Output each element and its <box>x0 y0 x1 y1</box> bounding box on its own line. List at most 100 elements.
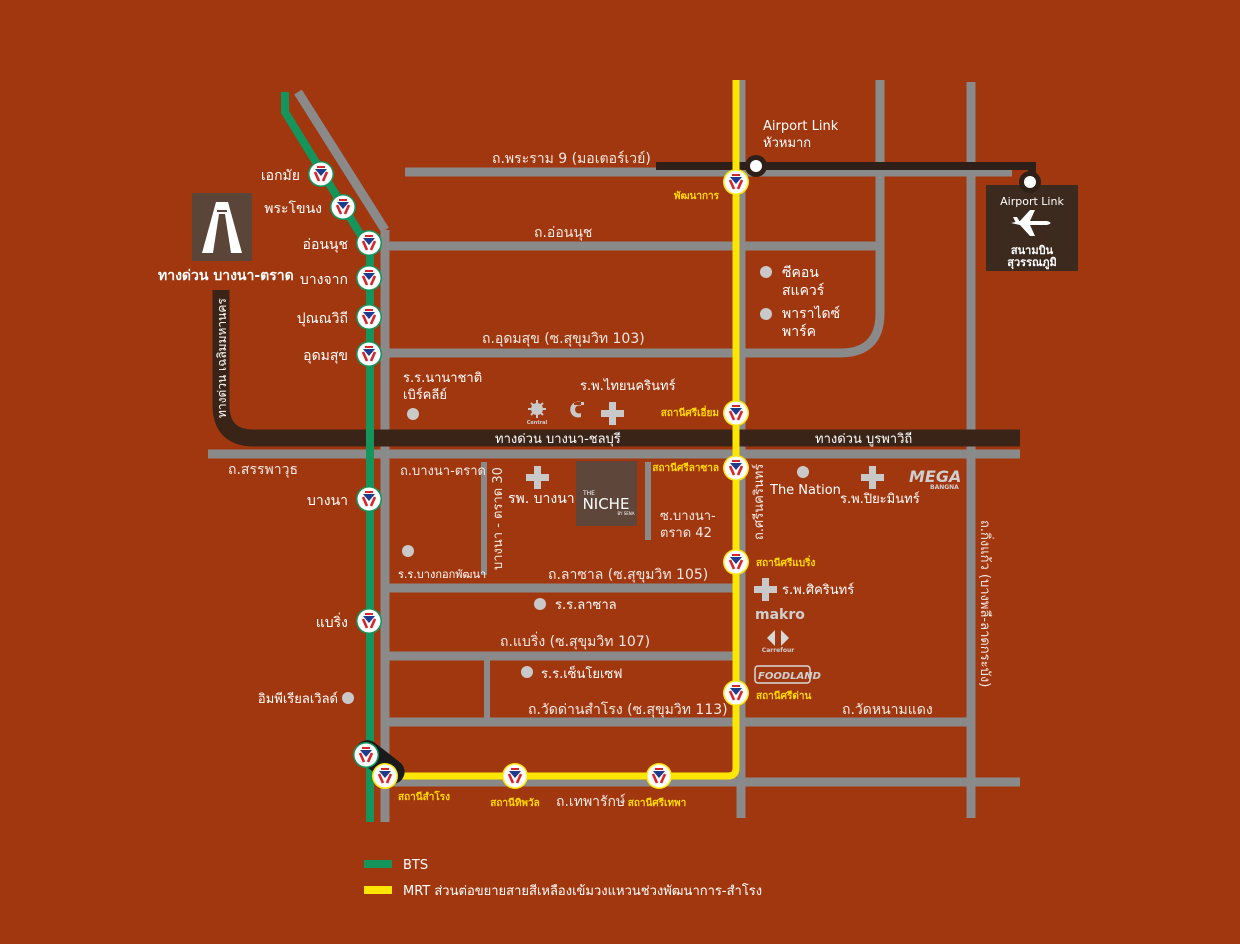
piyamin-hospital-icon <box>861 466 884 489</box>
label-burapha-withi: ทางด่วน บูรพาวิถี <box>815 431 912 447</box>
label-sanphawut: ถ.สรรพาวุธ <box>228 462 298 478</box>
label-on-nut: ถ.อ่อนนุช <box>534 225 592 241</box>
legend: BTS MRT ส่วนต่อขยายสายสีเหลืองเข้มวงแหวน… <box>364 858 762 899</box>
bts-station-udomsuk[interactable] <box>356 341 382 367</box>
legend-swatch-bts <box>364 860 392 868</box>
mrt-station-si-bearing[interactable] <box>723 549 749 575</box>
bts-station-on-nut[interactable] <box>356 230 382 256</box>
bts-station-phra-khanong[interactable] <box>330 194 356 220</box>
label-mega: MEGA <box>909 467 961 486</box>
label-airport-link-huamak-2: หัวหมาก <box>763 136 811 151</box>
expressway-road-icon <box>202 202 242 253</box>
label-bangna-trat: ถ.บางนา-ตราด <box>400 464 486 479</box>
bangna-hospital-icon <box>526 466 549 489</box>
seacon-dot <box>760 266 772 278</box>
airport-link-box <box>986 185 1078 271</box>
bts-station-samrong[interactable] <box>353 742 379 768</box>
mrt-station-si-la-salle[interactable] <box>723 455 749 481</box>
central-logo-icon <box>528 400 546 418</box>
label-airport-link-box-title: Airport Link <box>1000 195 1064 208</box>
road-udomsuk <box>385 80 885 358</box>
label-paradise-1: พาราไดซ์ <box>782 305 840 322</box>
label-bangkok-patana: ร.ร.บางกอกพัฒนา <box>398 568 486 581</box>
label-mrt-si-dan: สถานีศรีด่าน <box>756 690 811 702</box>
lasalle-school-dot <box>534 598 546 610</box>
legend-label-mrt: MRT ส่วนต่อขยายสายสีเหลืองเข้มวงแหวนช่วง… <box>403 883 762 899</box>
label-mrt-samrong: สถานีสำโรง <box>398 790 450 803</box>
label-foodland: FOODLAND <box>758 671 821 682</box>
airport-link-line <box>656 155 1078 271</box>
mrt-station-thipphawan[interactable] <box>502 763 528 789</box>
label-ris-1: ร.ร.นานาชาติ <box>403 371 482 386</box>
label-bangna-trat-30: บางนา - ตราด 30 <box>491 467 506 570</box>
label-udomsuk: ถ.อุดมสุข (ซ.สุขุมวิท 103) <box>482 331 645 347</box>
label-airport-link-huamak-1: Airport Link <box>763 119 839 134</box>
label-niche: NICHE <box>583 495 630 513</box>
paradise-dot <box>760 308 772 320</box>
label-thainakarin: ร.พ.ไทยนครินทร์ <box>580 378 676 394</box>
label-expressway-bangna-trat: ทางด่วน บางนา-ตราด <box>158 268 294 284</box>
label-lasalle-school: ร.ร.ลาซาล <box>555 598 617 613</box>
label-bts-ekkamai: เอกมัย <box>261 168 300 184</box>
label-bangna-hospital: รพ. บางนา <box>508 491 575 507</box>
mrt-station-si-iam[interactable] <box>723 400 749 426</box>
label-soi-bangna-trat-42-a: ซ.บางนา- <box>660 509 716 524</box>
label-rama9: ถ.พระราม 9 (มอเตอร์เวย์) <box>492 150 651 167</box>
legend-label-bts: BTS <box>403 858 428 873</box>
expressway-network <box>212 290 1020 447</box>
label-central: Central <box>527 420 548 426</box>
airplane-icon <box>1011 210 1051 236</box>
label-bts-punnawithi: ปุณณวิถี <box>297 311 348 327</box>
label-mrt-si-la-salle: สถานีศรีลาซาล <box>652 462 719 474</box>
ris-dot <box>407 408 419 420</box>
label-niche-sub: BY SENA <box>617 511 634 516</box>
mrt-station-samrong[interactable] <box>372 763 398 789</box>
bts-station-punnawithi[interactable] <box>356 304 382 330</box>
road-sukhumvit-upper <box>294 89 389 233</box>
label-the-nation: The Nation <box>769 483 841 498</box>
bts-station-bang-chak[interactable] <box>356 265 382 291</box>
mrt-station-phatthanakan[interactable] <box>723 169 749 195</box>
label-sikarin: ร.พ.ศิครินทร์ <box>782 582 854 598</box>
bts-station-bangna[interactable] <box>356 486 382 512</box>
label-chaloem-mahanakhon: ทางด่วน เฉลิมมหานคร <box>215 298 229 418</box>
label-bangna-chonburi: ทางด่วน บางนา-ชลบุรี <box>495 431 621 447</box>
label-mrt-si-bearing: สถานีศรีแบริ่ง <box>756 555 815 569</box>
landmark-markers <box>342 266 884 704</box>
label-wat-dan-samrong: ถ.วัดด่านสำโรง (ซ.สุขุมวิท 113) <box>528 701 728 718</box>
label-soi-bangna-trat-42-b: ตราด 42 <box>660 526 712 541</box>
mrt-station-si-dan[interactable] <box>723 680 749 706</box>
label-mrt-phatthanakan: พัฒนาการ <box>674 190 720 202</box>
label-bearing: ถ.แบริ่ง (ซ.สุขุมวิท 107) <box>500 632 650 650</box>
bts-station-bearing[interactable] <box>356 608 382 634</box>
the-nation-dot <box>797 466 809 478</box>
label-theparak: ถ.เทพารักษ์ <box>556 793 626 810</box>
label-bts-bangna: บางนา <box>307 493 348 509</box>
label-wat-nam-daeng: ถ.วัดหนามแดง <box>842 702 933 718</box>
imperial-dot <box>342 692 354 704</box>
label-piyamin: ร.พ.ปิยะมินทร์ <box>840 491 920 507</box>
label-bts-bearing: แบริ่ง <box>316 613 348 631</box>
expressway-sign <box>192 193 252 261</box>
label-bts-bang-chak: บางจาก <box>300 272 348 288</box>
carrefour-logo-icon <box>767 630 789 646</box>
mrt-stations <box>372 169 749 789</box>
foodland-badge <box>754 665 811 684</box>
label-makro: makro <box>755 607 805 623</box>
bangkok-patana-dot <box>402 545 414 557</box>
label-paradise-2: พาร์ค <box>782 323 816 340</box>
mrt-station-si-thepha[interactable] <box>646 763 672 789</box>
label-lasalle: ถ.ลาซาล (ซ.สุขุมวิท 105) <box>548 567 708 583</box>
label-mrt-thipphawan: สถานีทิพวัล <box>490 797 540 809</box>
label-airport-link-box-sub-2: สุวรรณภูมิ <box>1007 256 1056 270</box>
road-network <box>208 80 1020 822</box>
seacon-logo-icon <box>570 401 584 418</box>
label-carrefour: Carrefour <box>762 647 794 654</box>
label-st-joseph: ร.ร.เซ็นโยเซฟ <box>541 664 622 682</box>
niche-building <box>576 461 637 526</box>
legend-swatch-mrt <box>364 886 392 894</box>
label-niche-the: THE <box>582 490 595 497</box>
label-mega-sub: BANGNA <box>930 484 959 491</box>
bts-station-ekkamai[interactable] <box>308 161 334 187</box>
